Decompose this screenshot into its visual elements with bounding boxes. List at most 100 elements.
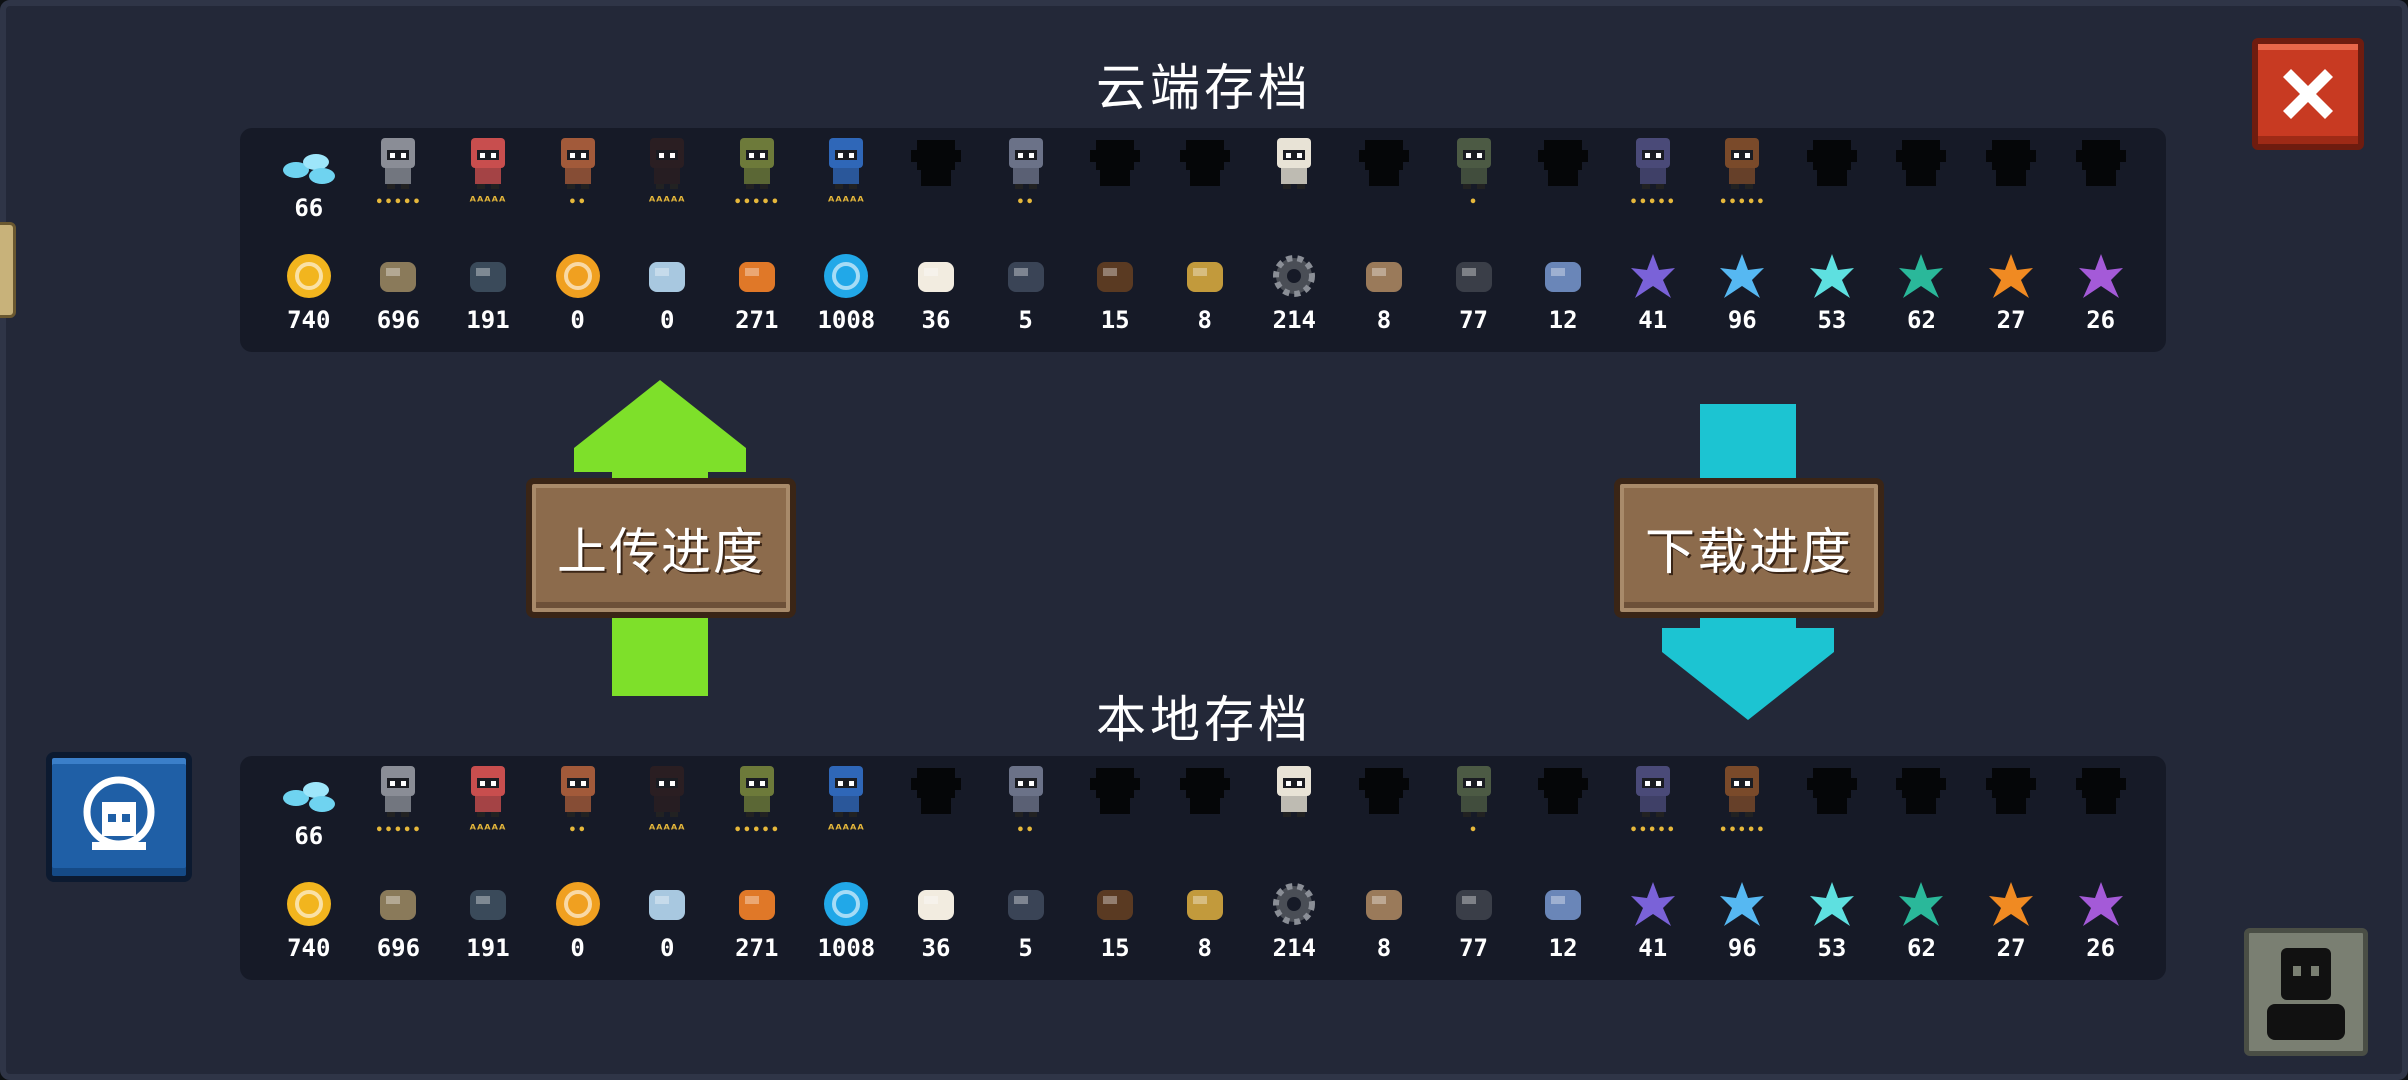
locked-hero-icon	[1358, 140, 1409, 186]
hero-slot: •••••	[712, 132, 802, 222]
material-count: 96	[1727, 934, 1757, 962]
energy-orb-icon	[824, 882, 869, 926]
material-slot: 53	[1787, 878, 1877, 962]
download-progress-button[interactable]: 下载进度	[1614, 478, 1884, 618]
hero-slot	[1070, 132, 1160, 222]
hero-stars: ••	[568, 195, 587, 210]
hero-slot	[1787, 132, 1877, 222]
material-count: 8	[1197, 934, 1212, 962]
crystal-dust-icon	[1545, 262, 1582, 292]
material-slot: 271	[712, 250, 802, 334]
cloud-save-title: 云端存档	[1096, 59, 1312, 117]
hero-slot: ••	[981, 760, 1071, 850]
cloth-icon	[917, 262, 954, 292]
material-count: 12	[1548, 934, 1578, 962]
material-count: 0	[570, 306, 585, 334]
material-slot: 62	[1877, 878, 1967, 962]
side-tab[interactable]	[0, 222, 16, 318]
hero-slot	[1250, 132, 1340, 222]
material-slot: 214	[1250, 250, 1340, 334]
material-count: 12	[1548, 306, 1578, 334]
locked-hero-icon	[1538, 768, 1589, 814]
material-slot: 12	[1518, 250, 1608, 334]
material-slot: 271	[712, 878, 802, 962]
assassin-icon	[650, 138, 685, 189]
material-slot: 8	[1160, 250, 1250, 334]
locked-hero-icon	[1090, 140, 1141, 186]
hero-slot: ᴬᴬᴬᴬᴬ	[802, 132, 892, 222]
material-slot: 15	[1070, 250, 1160, 334]
material-slot: 740	[264, 878, 354, 962]
material-count: 96	[1727, 306, 1757, 334]
material-count: 36	[921, 934, 951, 962]
locked-hero-icon	[1896, 768, 1947, 814]
material-slot: 26	[2056, 878, 2146, 962]
hero-slot	[891, 760, 981, 850]
material-count: 62	[1907, 306, 1936, 334]
hero-slot	[891, 132, 981, 222]
material-slot: 214	[1250, 878, 1340, 962]
hero-stars: ᴬᴬᴬᴬᴬ	[828, 195, 865, 210]
werewolf-icon	[1635, 766, 1670, 817]
hero-slot: •	[1429, 760, 1519, 850]
material-count: 41	[1638, 306, 1668, 334]
gem-counter: 66	[264, 132, 354, 222]
hero-slot	[1877, 760, 1967, 850]
hero-stars: ᴬᴬᴬᴬᴬ	[469, 195, 507, 210]
material-count: 740	[287, 934, 331, 962]
gem-count: 66	[294, 822, 324, 850]
material-count: 271	[735, 934, 779, 962]
material-count: 1008	[817, 934, 876, 962]
crystal-dust-icon	[1545, 890, 1582, 920]
hero-slot: ᴬᴬᴬᴬᴬ	[622, 760, 712, 850]
material-count: 53	[1817, 934, 1847, 962]
gem-counter: 66	[264, 760, 354, 850]
close-button[interactable]	[2252, 38, 2364, 150]
hero-slot	[2056, 132, 2146, 222]
cloud-save-panel: 66 ••••• ᴬᴬᴬᴬᴬ •• ᴬᴬᴬᴬᴬ ••••• ᴬᴬᴬᴬᴬ	[240, 128, 2166, 352]
hero-stars: ᴬᴬᴬᴬᴬ	[469, 823, 507, 838]
upload-progress-button[interactable]: 上传进度	[526, 478, 796, 618]
hero-slot	[1518, 760, 1608, 850]
hero-slot: •	[1429, 132, 1519, 222]
material-slot: 36	[891, 878, 981, 962]
cog-icon	[1273, 883, 1316, 925]
knight-icon	[381, 138, 416, 189]
locked-hero-icon	[2075, 140, 2126, 186]
material-slot: 36	[891, 250, 981, 334]
sword-hilt-icon	[1097, 262, 1134, 292]
rogue-icon	[470, 138, 505, 189]
ore-icon	[738, 262, 775, 292]
priest-icon	[1277, 138, 1312, 189]
material-slot: 0	[533, 878, 623, 962]
cyan-crystal-icon	[1809, 254, 1854, 298]
material-count: 271	[735, 306, 779, 334]
gold-coin-icon	[286, 254, 331, 298]
feather-icon	[1007, 890, 1044, 920]
engineer-icon	[739, 766, 774, 817]
hero-slot	[1339, 760, 1429, 850]
material-count: 26	[2086, 934, 2116, 962]
locked-hero-icon	[1896, 140, 1947, 186]
hero-slot: ᴬᴬᴬᴬᴬ	[622, 132, 712, 222]
hero-slot	[1877, 132, 1967, 222]
material-slot: 96	[1698, 878, 1788, 962]
hero-slot: ••	[533, 132, 623, 222]
hero-stars: •••••	[733, 195, 781, 210]
user-silhouette-icon	[2267, 948, 2345, 1040]
rogue-icon	[470, 766, 505, 817]
robot-part-icon	[649, 890, 686, 920]
energy-orb-icon	[824, 254, 869, 298]
hero-stars: •••••	[375, 823, 422, 838]
knight-icon	[381, 766, 416, 817]
hero-stars: •••••	[375, 195, 422, 210]
game-logo-button[interactable]	[46, 752, 192, 882]
material-count: 77	[1459, 306, 1488, 334]
material-count: 5	[1018, 306, 1033, 334]
profile-button[interactable]	[2244, 928, 2368, 1056]
material-count: 740	[287, 306, 331, 334]
hero-slot: ᴬᴬᴬᴬᴬ	[802, 760, 892, 850]
locked-hero-icon	[1806, 140, 1857, 186]
gem-count: 66	[294, 194, 324, 222]
hero-stars: ••	[568, 823, 587, 838]
